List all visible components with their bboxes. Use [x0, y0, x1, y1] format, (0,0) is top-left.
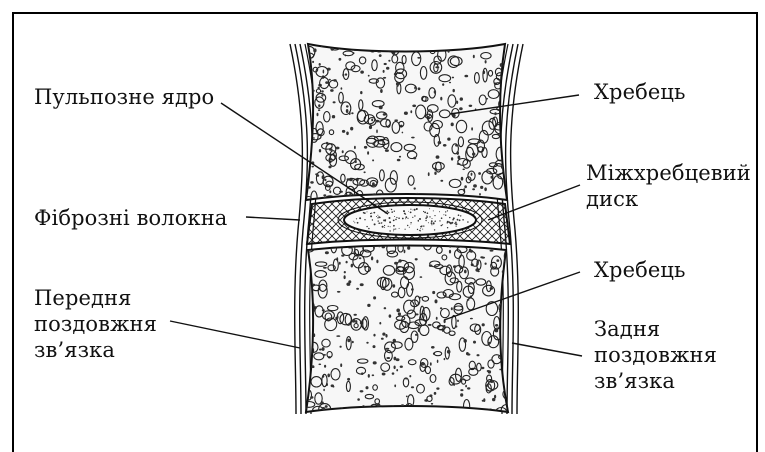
- label-vertebra-top: Хребець: [594, 80, 686, 105]
- label-anterior-ligament-line-1: Передня: [34, 286, 132, 311]
- label-posterior-ligament-line-2: поздовжня: [594, 343, 717, 368]
- intervertebral-disc-shape: [307, 198, 510, 244]
- label-intervertebral-disc-line-2: диск: [586, 187, 638, 212]
- label-posterior-ligament-line-1: Задня: [594, 317, 660, 342]
- label-nucleus-pulposus: Пульпозне ядро: [34, 85, 214, 110]
- label-anterior-ligament-line-3: зв’язка: [34, 338, 115, 363]
- leader-anterior-ligament: [170, 321, 300, 348]
- label-posterior-ligament-line-3: зв’язка: [594, 369, 675, 394]
- leader-posterior-ligament: [512, 343, 582, 356]
- label-intervertebral-disc-line-1: Міжхребцевий: [586, 161, 751, 186]
- vertebra-bottom-shape: [302, 241, 513, 420]
- leader-fibers: [246, 217, 300, 220]
- label-vertebra-bottom: Хребець: [594, 258, 686, 283]
- label-fibrous-fibers: Фіброзні волокна: [34, 206, 227, 231]
- label-anterior-ligament-line-2: поздовжня: [34, 312, 157, 337]
